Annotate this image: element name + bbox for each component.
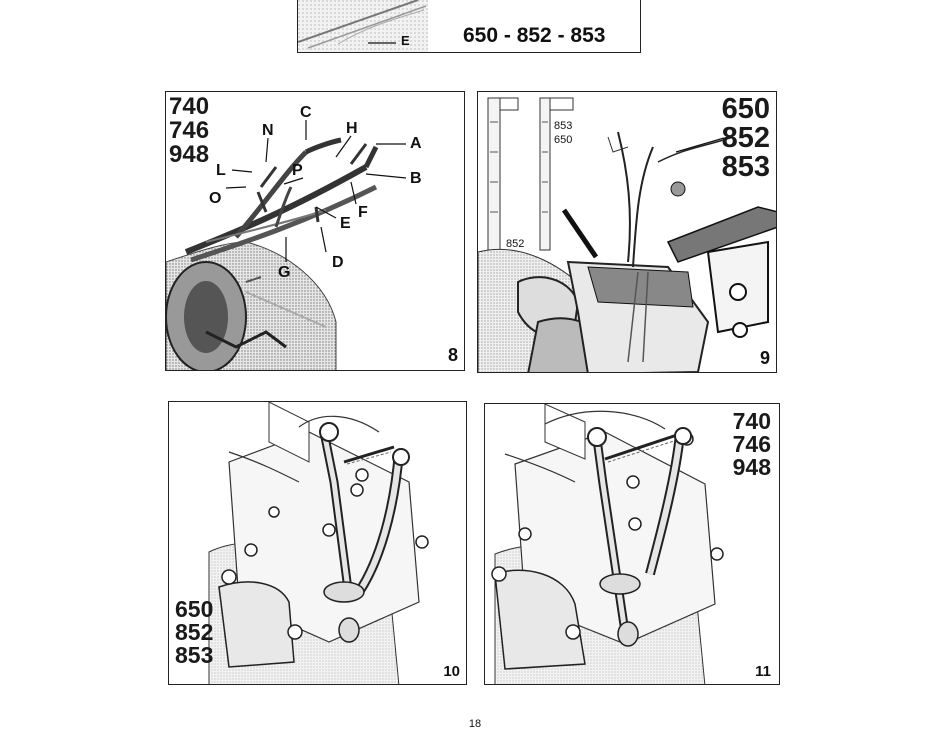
gauge-label-853: 853 [554, 120, 572, 132]
figure-10-illustration [169, 402, 467, 685]
figure-9: 650 852 853 853 650 852 9 [477, 91, 777, 373]
callout-B: B [410, 170, 422, 188]
figure-8-models: 740 746 948 [169, 95, 209, 167]
figure-11: 740 746 948 11 [484, 403, 780, 685]
banner-model-numbers: 650 - 852 - 853 [463, 24, 605, 48]
figure-11-models: 740 746 948 [733, 410, 771, 479]
model-740: 740 [733, 410, 771, 433]
figure-9-models: 650 852 853 [722, 95, 770, 182]
model-852: 852 [722, 124, 770, 153]
callout-L: L [216, 162, 226, 180]
model-746: 746 [169, 119, 209, 143]
callout-D: D [332, 254, 344, 272]
callout-A: A [410, 135, 422, 153]
model-948: 948 [169, 143, 209, 167]
model-852: 852 [175, 621, 213, 644]
model-650: 650 [722, 95, 770, 124]
callout-O: O [209, 190, 221, 208]
model-853: 853 [722, 153, 770, 182]
figure-11-number: 11 [755, 663, 771, 680]
model-650: 650 [175, 598, 213, 621]
top-banner-figure: E 650 - 852 - 853 [297, 0, 641, 53]
figure-8-illustration [166, 92, 465, 371]
figure-9-number: 9 [760, 348, 770, 369]
model-746: 746 [733, 433, 771, 456]
figure-8: 740 746 948 A B C D E F G H L N O P 8 [165, 91, 465, 371]
figure-10: 650 852 853 10 [168, 401, 467, 685]
model-740: 740 [169, 95, 209, 119]
callout-C: C [300, 104, 312, 122]
gauge-label-852: 852 [506, 238, 524, 250]
callout-E: E [401, 33, 410, 48]
callout-G: G [278, 264, 290, 282]
callout-F: F [358, 204, 368, 222]
callout-E: E [340, 215, 351, 233]
callout-N: N [262, 122, 274, 140]
model-948: 948 [733, 456, 771, 479]
model-853: 853 [175, 644, 213, 667]
gauge-label-650: 650 [554, 134, 572, 146]
callout-P: P [292, 162, 303, 180]
callout-H: H [346, 120, 358, 138]
figure-10-number: 10 [443, 663, 460, 680]
figure-10-models: 650 852 853 [175, 598, 213, 667]
page-number: 18 [0, 718, 950, 730]
figure-8-number: 8 [448, 345, 458, 366]
